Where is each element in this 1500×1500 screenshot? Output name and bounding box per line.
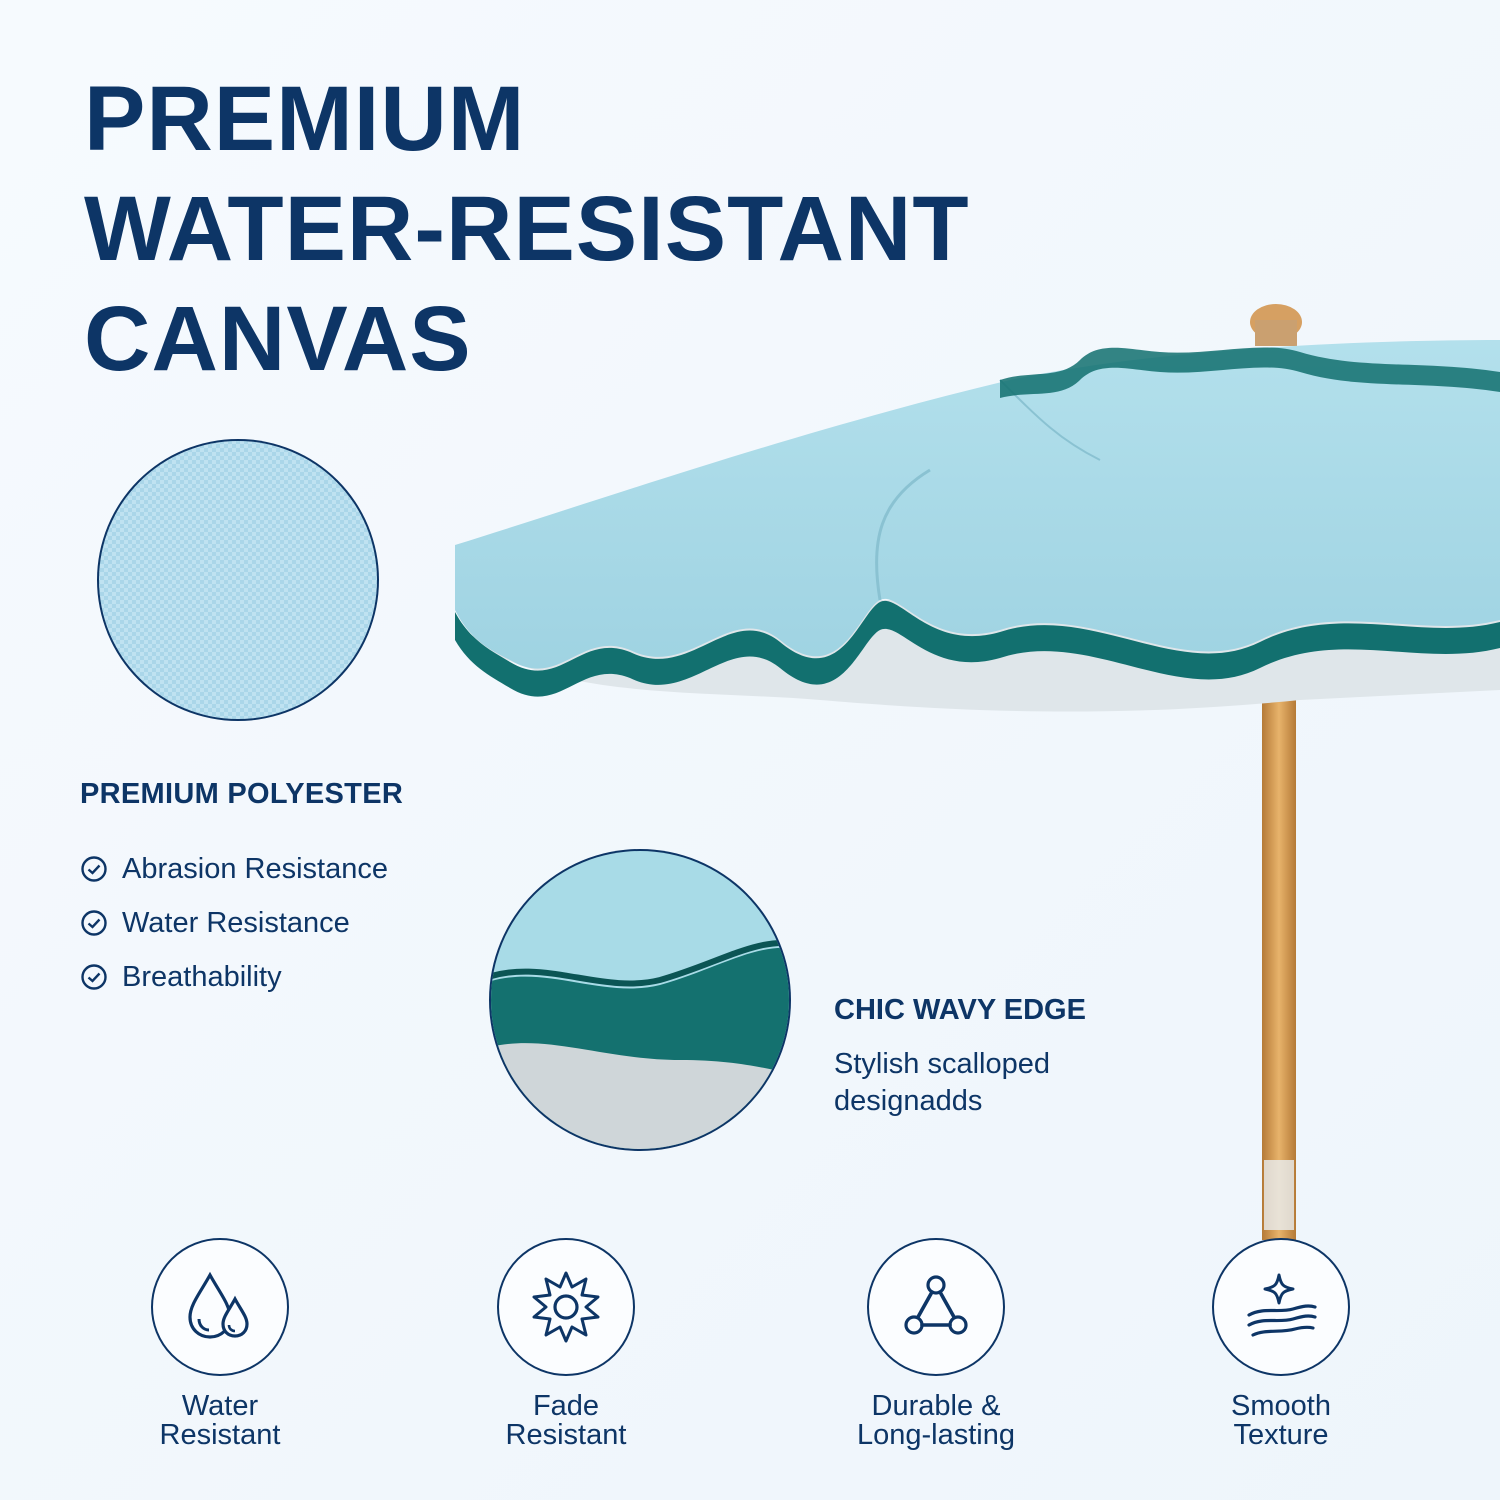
upper-ruffle xyxy=(1000,347,1500,398)
water-drops-icon xyxy=(188,1271,249,1339)
edge-closeup xyxy=(489,849,791,1151)
umbrella-pole xyxy=(1262,640,1296,1240)
umbrella-canopy xyxy=(455,340,1500,669)
badge-label-line-1: Smooth xyxy=(1231,1390,1331,1422)
network-icon xyxy=(904,1275,968,1335)
material-title: PREMIUM POLYESTER xyxy=(80,778,404,810)
badge-label-line-2: Long-lasting xyxy=(857,1419,1015,1451)
badge-fade-resistant: Fade Resistant xyxy=(416,1238,716,1450)
badge-durable: Durable & Long-lasting xyxy=(786,1238,1086,1450)
page-title-line-3: CANVAS xyxy=(84,288,472,390)
list-item: Breathability xyxy=(80,950,388,1004)
badge-label-line-1: Water xyxy=(181,1390,259,1422)
sparkle-wave-icon xyxy=(1247,1273,1317,1337)
fabric-closeup xyxy=(97,439,379,721)
page-title: PREMIUM WATER-RESISTANT CANVAS xyxy=(84,64,970,394)
edge-description-line-2: designadds xyxy=(834,1085,983,1117)
feature-label: Water Resistance xyxy=(122,906,350,939)
page-title-line-1: PREMIUM xyxy=(84,68,526,170)
check-circle-icon xyxy=(81,964,107,990)
list-item: Water Resistance xyxy=(80,896,388,950)
page-title-line-2: WATER-RESISTANT xyxy=(84,178,970,280)
feature-label: Breathability xyxy=(122,960,282,993)
edge-description-line-1: Stylish scalloped xyxy=(834,1048,1050,1080)
list-item: Abrasion Resistance xyxy=(80,842,388,896)
wavy-trim xyxy=(455,600,1500,697)
badge-water-resistant: Water Resistant xyxy=(70,1238,370,1450)
material-feature-list: Abrasion Resistance Water Resistance Bre… xyxy=(80,842,388,1004)
feature-label: Abrasion Resistance xyxy=(122,852,388,885)
badge-label-line-1: Durable & xyxy=(871,1390,1001,1422)
edge-description: Stylish scalloped designadds xyxy=(834,1046,1134,1120)
check-circle-icon xyxy=(81,910,107,936)
badge-label-line-1: Fade xyxy=(532,1390,600,1422)
badge-label-line-2: Resistant xyxy=(159,1419,281,1451)
check-circle-icon xyxy=(81,856,107,882)
badge-label-line-2: Texture xyxy=(1233,1419,1329,1451)
sun-icon xyxy=(532,1271,600,1343)
badge-smooth-texture: Smooth Texture xyxy=(1131,1238,1431,1450)
edge-title: CHIC WAVY EDGE xyxy=(834,994,1086,1026)
badge-label-line-2: Resistant xyxy=(505,1419,627,1451)
